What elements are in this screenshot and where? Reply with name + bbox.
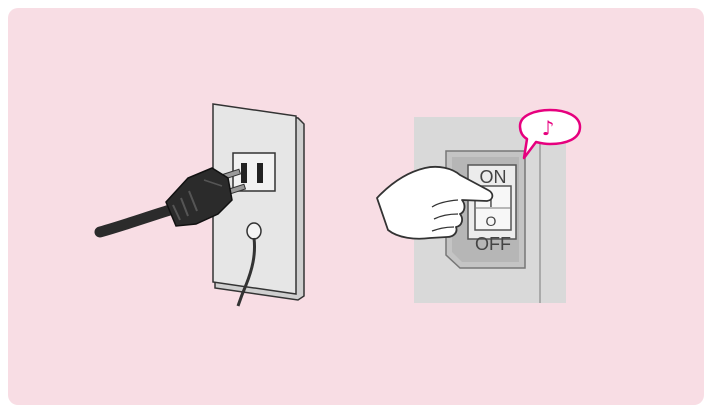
switch-on-label: ON <box>480 167 507 187</box>
cable-hole <box>247 223 261 239</box>
rocker-off-glyph: O <box>486 213 497 229</box>
receptacle-slot-left <box>241 163 247 183</box>
music-note-icon: ♪ <box>542 116 555 140</box>
switch-off-label: OFF <box>475 234 511 254</box>
receptacle-slot-right <box>257 163 263 183</box>
